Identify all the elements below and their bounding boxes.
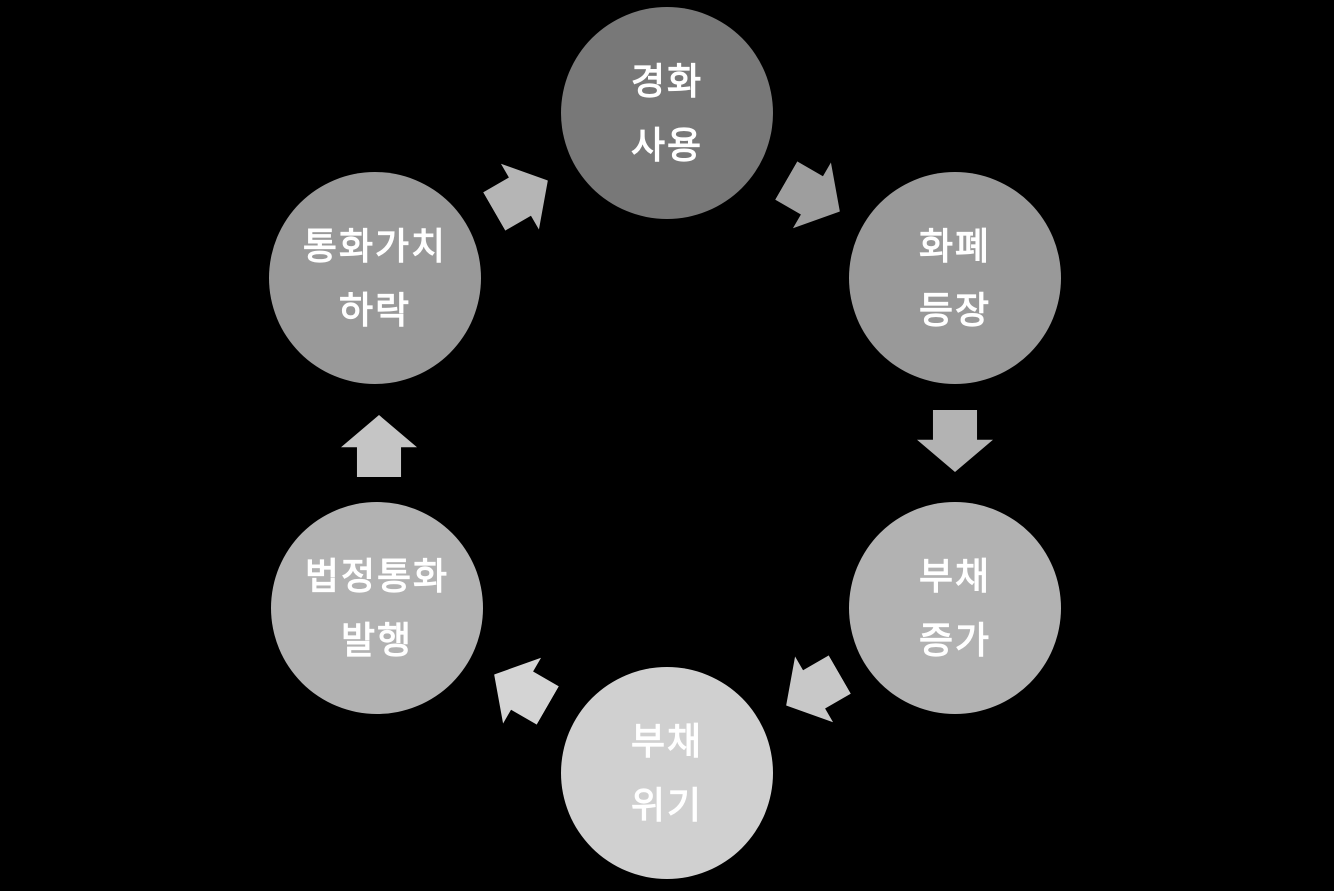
arrow-down-left-icon: [767, 642, 859, 739]
node-label-line1: 통화가치: [302, 225, 448, 267]
arrow-down-icon: [917, 410, 993, 472]
node-label: 부채 위기: [631, 723, 703, 824]
node-label-line2: 하락: [338, 289, 412, 331]
node-label-line2: 등장: [918, 289, 992, 331]
node-label-line2: 위기: [630, 784, 704, 826]
node-label-line2: 사용: [630, 124, 704, 166]
node-label: 부채 증가: [919, 558, 991, 659]
node-debt-crisis: 부채 위기: [561, 667, 773, 879]
arrow-up-icon: [341, 415, 417, 477]
node-fiat-currency-issuance: 법정통화 발행: [271, 502, 483, 714]
node-label: 경화 사용: [631, 63, 703, 164]
node-label: 법정통화 발행: [305, 558, 449, 659]
node-label-line1: 부채: [630, 720, 704, 762]
node-label: 통화가치 하락: [303, 228, 447, 329]
node-label: 화폐 등장: [919, 228, 991, 329]
node-label-line1: 경화: [630, 60, 704, 102]
arrow-up-left-icon: [475, 642, 567, 739]
arrow-down-right-icon: [767, 148, 859, 245]
node-hard-currency-use: 경화 사용: [561, 7, 773, 219]
node-debt-increase: 부채 증가: [849, 502, 1061, 714]
node-label-line1: 화폐: [918, 225, 992, 267]
node-currency-value-decline: 통화가치 하락: [269, 172, 481, 384]
arrow-up-right-icon: [475, 148, 567, 245]
node-label-line2: 발행: [340, 619, 414, 661]
node-money-emerges: 화폐 등장: [849, 172, 1061, 384]
node-label-line1: 부채: [918, 555, 992, 597]
node-label-line1: 법정통화: [304, 555, 450, 597]
node-label-line2: 증가: [918, 619, 992, 661]
